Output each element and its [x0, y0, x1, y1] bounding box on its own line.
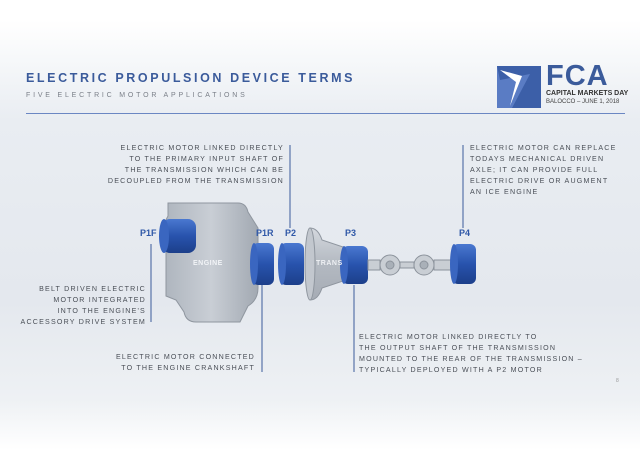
logo-event: CAPITAL MARKETS DAY: [546, 90, 629, 97]
leader-lines: [150, 145, 464, 372]
slide-title: ELECTRIC PROPULSION DEVICE TERMS: [26, 71, 356, 85]
p1f-label: P1F: [140, 228, 157, 238]
p3-label: P3: [345, 228, 357, 238]
p3-callout: ELECTRIC MOTOR LINKED DIRECTLY TO THE OU…: [359, 333, 583, 374]
p4-callout: ELECTRIC MOTOR CAN REPLACE TODAYS MECHAN…: [470, 144, 617, 196]
p1r-callout: ELECTRIC MOTOR CONNECTED TO THE ENGINE C…: [115, 353, 255, 372]
header-divider: [26, 113, 625, 114]
p1r-label: P1R: [256, 228, 274, 238]
logo-date: BALOCCO – JUNE 1, 2018: [546, 99, 620, 105]
trans-label: TRANS: [316, 260, 343, 267]
p2-label: P2: [285, 228, 297, 238]
slide-subtitle: FIVE ELECTRIC MOTOR APPLICATIONS: [26, 92, 248, 99]
p1f-motor: [159, 219, 196, 253]
logo-wordmark: FCA: [546, 60, 609, 92]
p1r-motor: [250, 243, 274, 285]
p1f-callout: BELT DRIVEN ELECTRIC MOTOR INTEGRATED IN…: [20, 285, 146, 326]
p2-callout: ELECTRIC MOTOR LINKED DIRECTLY TO THE PR…: [107, 144, 284, 185]
p3-motor: [340, 246, 368, 284]
driveshaft: [367, 254, 453, 276]
p4-motor: [450, 244, 476, 284]
p2-motor: [278, 243, 304, 285]
p4-label: P4: [459, 228, 471, 238]
page-number: 8: [616, 378, 619, 384]
engine-label: ENGINE: [193, 260, 223, 267]
